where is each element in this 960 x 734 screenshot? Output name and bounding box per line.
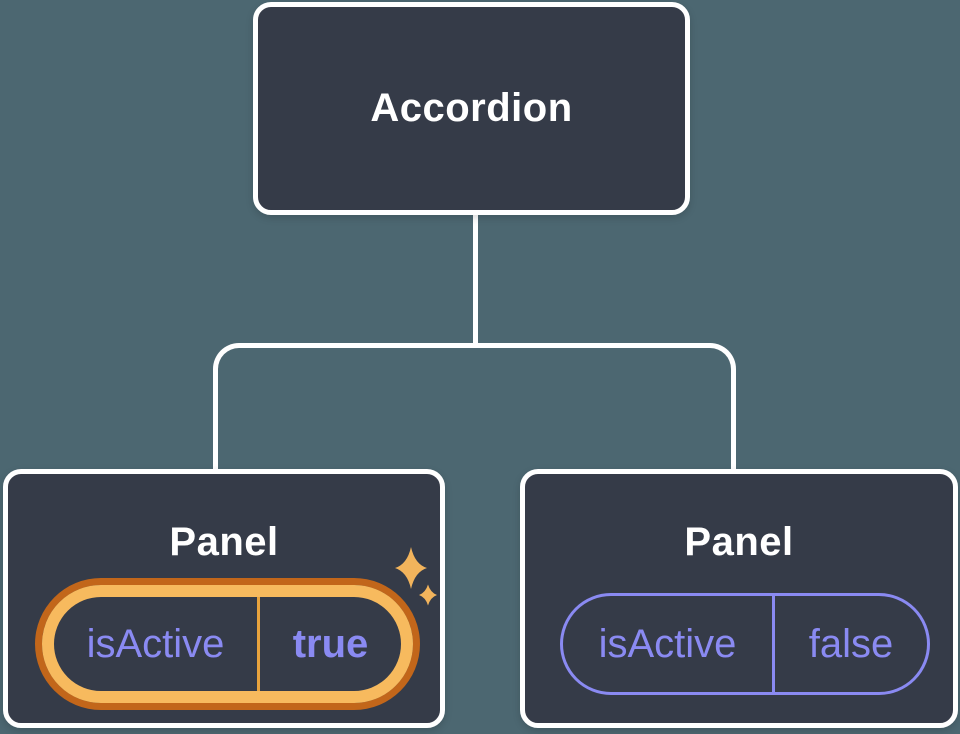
- prop-name-label: isActive: [54, 597, 260, 691]
- accordion-node: Accordion: [253, 2, 690, 215]
- prop-pill-active: isActive true: [42, 585, 413, 703]
- panel-node-active: Panel isActive true: [3, 469, 445, 728]
- connector-branch: [213, 343, 736, 472]
- big-sparkle: [395, 547, 427, 589]
- panel-active-label: Panel: [169, 520, 279, 564]
- prop-name-label: isActive: [563, 596, 775, 692]
- small-sparkle: [419, 584, 437, 606]
- connector-root-stem: [473, 213, 478, 346]
- panel-node-inactive: Panel isActive false: [520, 469, 958, 728]
- sparkles-icon: [395, 547, 437, 606]
- prop-value-label: false: [808, 621, 894, 666]
- prop-value-label: true: [292, 621, 369, 666]
- accordion-node-label: Accordion: [370, 86, 573, 130]
- panel-inactive-label: Panel: [684, 520, 794, 564]
- prop-pill-inactive: isActive false: [560, 593, 930, 695]
